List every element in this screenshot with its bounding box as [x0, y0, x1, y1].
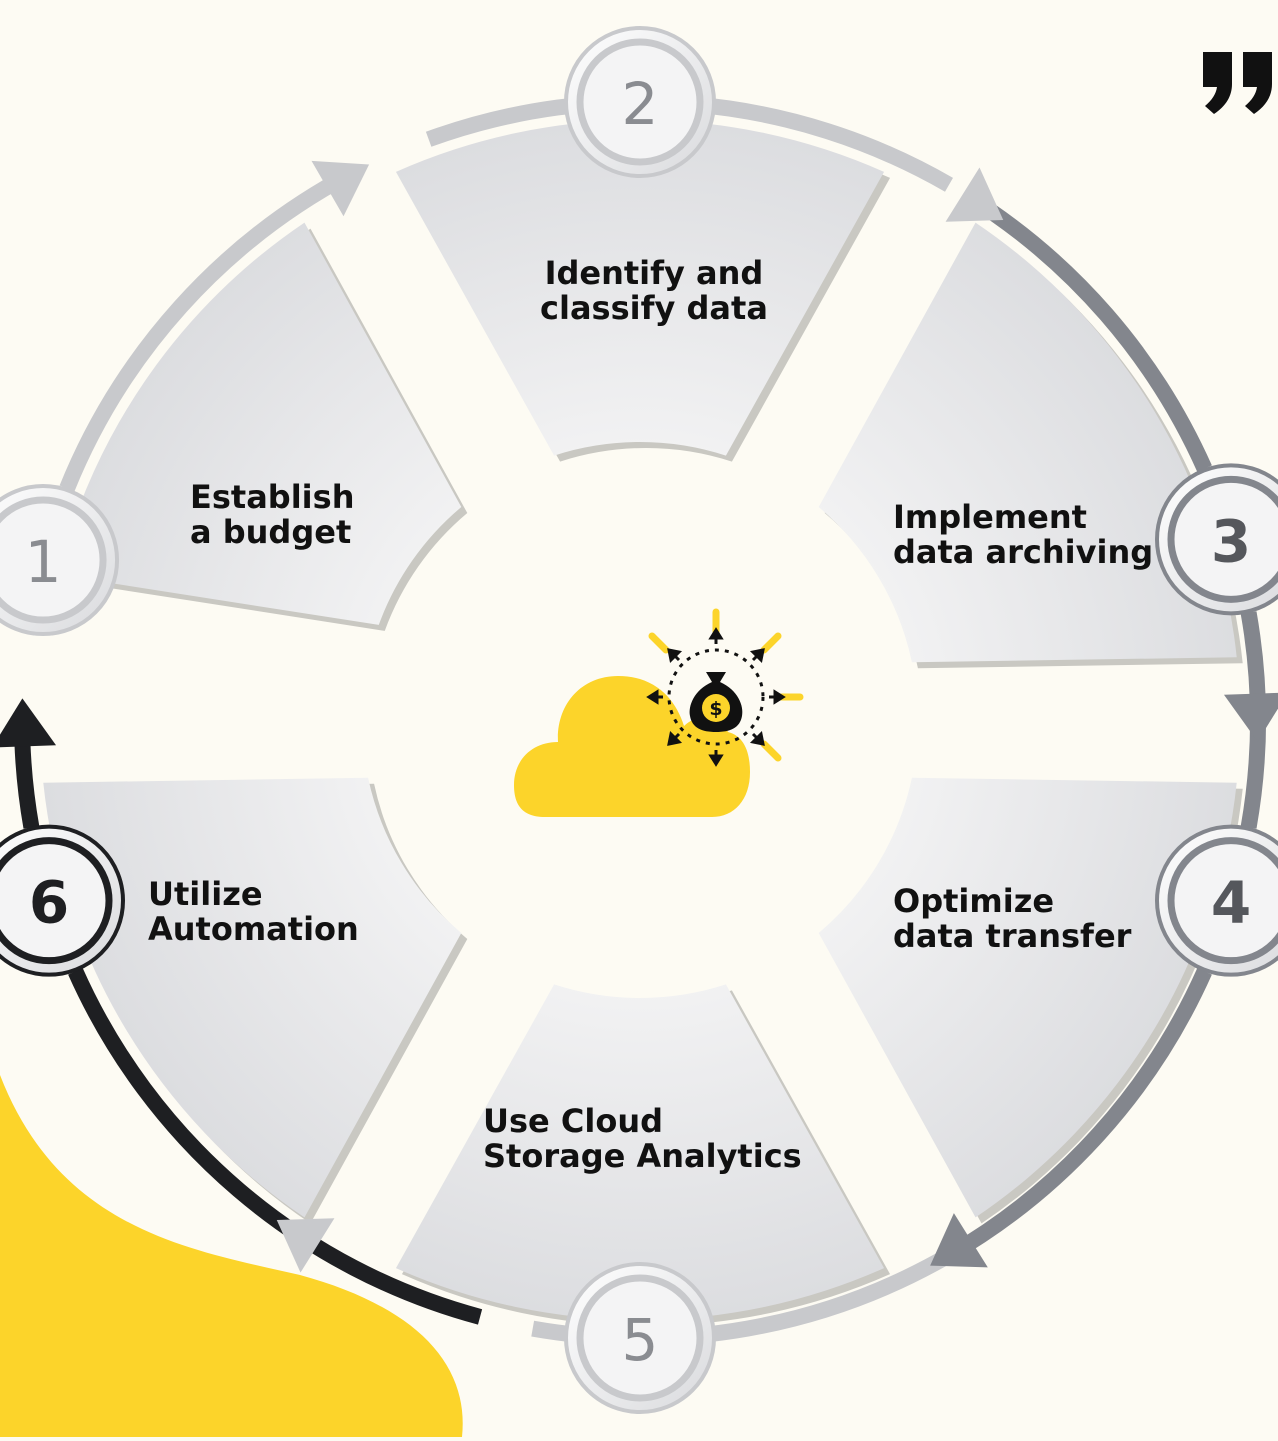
step-4-line-1: Optimize — [893, 882, 1055, 920]
step-1-line-1: Establish — [190, 478, 355, 516]
step-2-label: Identify and classify data — [540, 256, 768, 326]
money-bag-icon: $ — [689, 672, 743, 732]
step-2-line-2: classify data — [540, 289, 768, 327]
step-1-number: 1 — [25, 528, 62, 596]
arrow-2-to-3-icon — [945, 167, 1004, 222]
step-1-badge: 1 — [0, 484, 120, 637]
arrow-5-to-6-icon — [276, 1218, 335, 1273]
step-3-number: 3 — [1211, 507, 1251, 575]
segment-3 — [818, 222, 1237, 663]
arrow-4-to-5-icon — [930, 1213, 988, 1268]
step-6-number: 6 — [29, 869, 69, 937]
step-4-line-2: data transfer — [893, 917, 1132, 955]
segment-5 — [395, 984, 885, 1321]
step-3-line-2: data archiving — [893, 533, 1154, 571]
step-6-line-1: Utilize — [148, 875, 263, 913]
badge-face — [0, 496, 107, 624]
badge-face — [0, 837, 113, 965]
step-4-badge: 4 — [1155, 824, 1278, 977]
sun-rays-icon — [648, 608, 804, 762]
quote-mark-icon — [1203, 52, 1272, 114]
step-6-line-2: Automation — [148, 910, 359, 948]
step-1-line-2: a budget — [190, 513, 352, 551]
segment-2 — [395, 120, 885, 456]
badge-face — [1167, 475, 1278, 603]
step-5-number: 5 — [622, 1306, 659, 1374]
step-5-line-1: Use Cloud — [483, 1102, 663, 1140]
step-3-label: Implement data archiving — [893, 500, 1153, 570]
arrow-6-to-1-icon — [0, 698, 57, 748]
step-2-line-1: Identify and — [544, 254, 764, 292]
step-3-badge: 3 — [1155, 463, 1278, 616]
step-2-number: 2 — [622, 70, 659, 138]
badge-face — [576, 38, 704, 166]
ring-arc-5 — [944, 968, 1212, 1263]
arrow-3-to-4-icon — [1223, 692, 1278, 742]
step-4-number: 4 — [1211, 869, 1251, 937]
badge-face — [576, 1274, 704, 1402]
segment-6 — [43, 777, 462, 1218]
ring-arc-8 — [14, 741, 40, 829]
ring-arc-1 — [59, 167, 354, 492]
step-5-badge: 5 — [564, 1262, 716, 1414]
step-2-badge: 2 — [564, 26, 716, 178]
step-3-line-1: Implement — [893, 498, 1087, 536]
ring-arc-3 — [963, 189, 1212, 472]
cloud-money-bag-icon: $ — [514, 608, 804, 817]
yellow-blob-shape — [0, 1075, 463, 1437]
segment-1 — [57, 222, 462, 625]
segment-4 — [818, 777, 1237, 1218]
step-5-label: Use Cloud Storage Analytics — [483, 1104, 802, 1174]
step-5-line-2: Storage Analytics — [483, 1137, 802, 1175]
step-6-badge: 6 — [0, 824, 125, 977]
step-1-label: Establish a budget — [190, 480, 354, 550]
step-4-label: Optimize data transfer — [893, 884, 1131, 954]
step-6-label: Utilize Automation — [148, 877, 359, 947]
arrows-out-icon — [646, 627, 786, 767]
cloud-icon — [514, 676, 750, 817]
dollar-sign: $ — [709, 698, 722, 720]
badge-face — [1167, 837, 1278, 965]
arrow-1-to-2-icon — [311, 160, 370, 217]
ring-arc-7 — [68, 968, 483, 1325]
